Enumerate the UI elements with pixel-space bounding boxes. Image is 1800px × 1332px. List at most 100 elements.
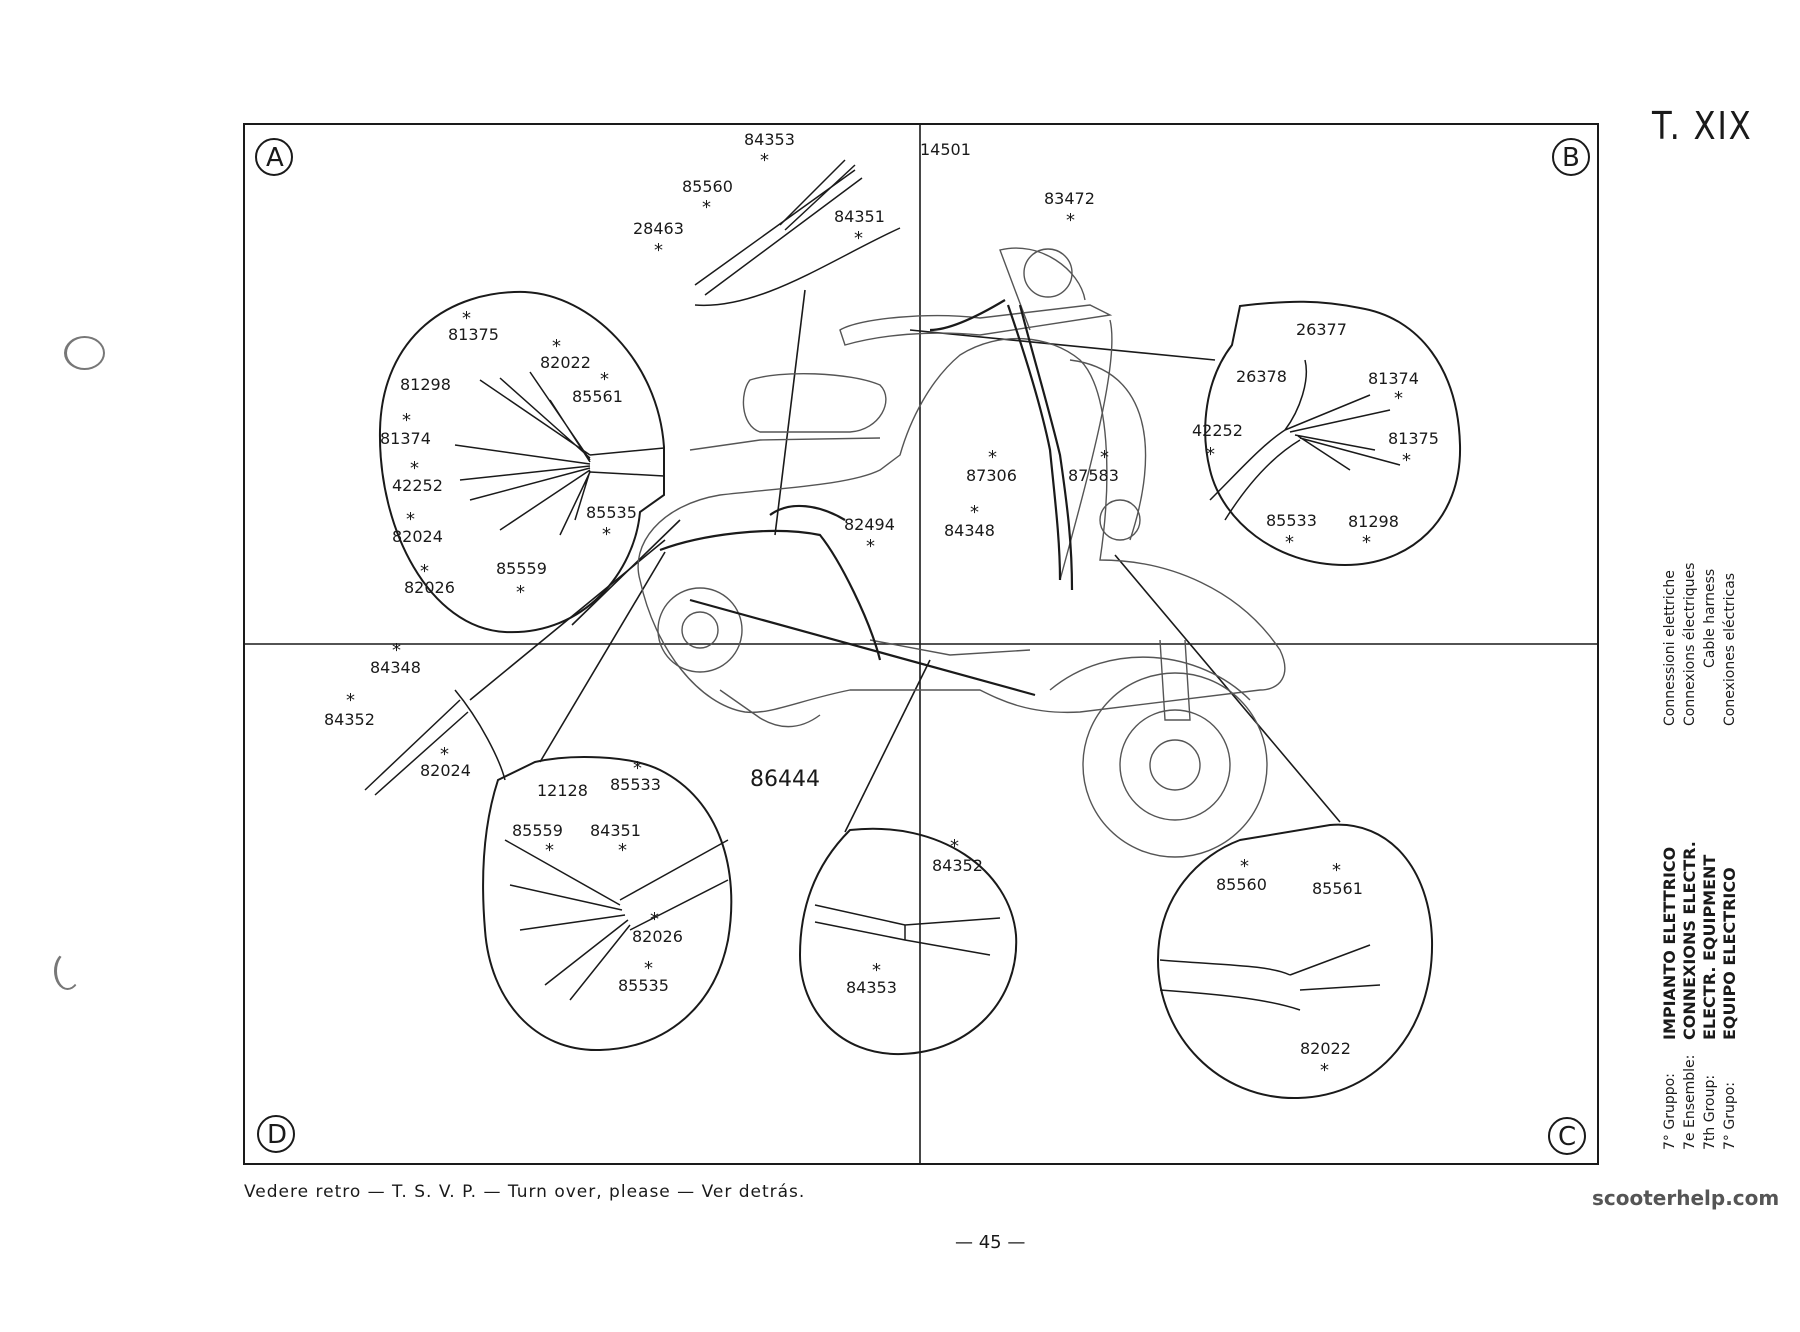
leader-a <box>774 289 806 536</box>
callout-part-number: 81374 <box>1368 369 1419 388</box>
callout-part-number: 81298 <box>400 375 451 394</box>
subtitle-en: Cable harness <box>1702 568 1718 668</box>
callout-asterisk: * <box>440 744 449 765</box>
callout-asterisk: * <box>1206 444 1215 465</box>
turn-over-caption: Vedere retro — T. S. V. P. — Turn over, … <box>244 1182 806 1202</box>
callout-asterisk: * <box>650 909 659 930</box>
callout-asterisk: * <box>602 524 611 545</box>
callout-asterisk: * <box>866 536 875 557</box>
detail-bubble-right <box>1204 300 1462 567</box>
detail-a-cable <box>694 159 901 307</box>
callout-asterisk: * <box>392 640 401 661</box>
callout-part-number: 26378 <box>1236 367 1287 386</box>
detail-bubble-bottom-right <box>1156 823 1434 1100</box>
callout-part-number: 84351 <box>834 207 885 226</box>
callout-asterisk: * <box>1240 856 1249 877</box>
callout-asterisk: * <box>1402 450 1411 471</box>
callout-asterisk: * <box>760 150 769 171</box>
detail-bubble-bottom-left <box>482 756 733 1052</box>
callout-asterisk: * <box>618 840 627 861</box>
leader-d <box>469 539 666 701</box>
callout-part-number: 84352 <box>324 710 375 729</box>
corner-label-c: C <box>1558 1122 1576 1152</box>
callout-part-number: 85533 <box>610 775 661 794</box>
callout-part-number: 87306 <box>966 466 1017 485</box>
right-bubble-wires <box>1209 359 1401 521</box>
callout-part-number: 14501 <box>920 140 971 159</box>
callout-part-number: 81298 <box>1348 512 1399 531</box>
callout-asterisk: * <box>970 502 979 523</box>
callout-part-number: 82024 <box>392 527 443 546</box>
callout-asterisk: * <box>402 410 411 431</box>
bottom-right-bubble-wires <box>1159 944 1381 1011</box>
leader-r <box>909 329 1216 361</box>
bottom-left-bubble-wires <box>504 839 729 1001</box>
callout-asterisk: * <box>516 582 525 603</box>
detail-bubble-bottom-center <box>798 827 1018 1056</box>
callout-part-number: 82026 <box>404 578 455 597</box>
callout-asterisk: * <box>702 197 711 218</box>
callout-part-number: 42252 <box>1192 421 1243 440</box>
callout-asterisk: * <box>600 369 609 390</box>
corner-label-a: A <box>266 143 284 173</box>
callout-part-number: 12128 <box>537 781 588 800</box>
callout-part-number: 84348 <box>370 658 421 677</box>
callout-part-number: 85561 <box>1312 879 1363 898</box>
page-number: — 45 — <box>955 1232 1026 1253</box>
subtitle-it: Connessioni elettriche <box>1662 570 1678 726</box>
callout-asterisk: * <box>545 840 554 861</box>
callout-asterisk: * <box>1394 388 1403 409</box>
callout-asterisk: * <box>1362 532 1371 553</box>
callout-asterisk: * <box>872 960 881 981</box>
scooter-outline <box>637 247 1286 858</box>
binder-hole-mark <box>54 952 81 990</box>
callout-part-number: 82022 <box>540 353 591 372</box>
leader-bl <box>539 551 666 763</box>
group-value-es: EQUIPO ELECTRICO <box>1720 867 1739 1040</box>
callout-asterisk: * <box>406 509 415 530</box>
callout-part-number: 82022 <box>1300 1039 1351 1058</box>
callout-asterisk: * <box>1332 860 1341 881</box>
callout-asterisk: * <box>410 458 419 479</box>
callout-part-number: 85533 <box>1266 511 1317 530</box>
callout-asterisk: * <box>1285 532 1294 553</box>
group-label-it: 7° Gruppo: <box>1662 1073 1678 1150</box>
callout-part-number: 84353 <box>744 130 795 149</box>
corner-circle-c <box>1548 1117 1586 1155</box>
callout-asterisk: * <box>1320 1060 1329 1081</box>
callout-part-number: 81374 <box>380 429 431 448</box>
corner-circle-b <box>1552 138 1590 176</box>
callout-asterisk: * <box>462 308 471 329</box>
binder-hole-mark <box>64 336 105 370</box>
callout-part-number: 26377 <box>1296 320 1347 339</box>
group-value-en: ELECTR. EQUIPMENT <box>1700 854 1719 1040</box>
callout-part-number: 85560 <box>1216 875 1267 894</box>
watermark-text: scooterhelp.com <box>1592 1186 1780 1210</box>
corner-label-d: D <box>267 1120 287 1150</box>
callout-part-number: 84352 <box>932 856 983 875</box>
group-label-en: 7th Group: <box>1702 1074 1718 1150</box>
left-bubble-wires <box>454 371 665 536</box>
callout-part-number: 28463 <box>633 219 684 238</box>
callout-part-number: 82494 <box>844 515 895 534</box>
callout-part-number: 85561 <box>572 387 623 406</box>
corner-label-b: B <box>1562 143 1580 173</box>
plate-number: T. XIX <box>1652 104 1753 148</box>
callout-part-number: 86444 <box>750 767 820 792</box>
detail-d-cable <box>364 689 506 796</box>
corner-circle-a <box>255 138 293 176</box>
callout-asterisk: * <box>346 690 355 711</box>
wiring-harness <box>659 299 1074 697</box>
callout-part-number: 84348 <box>944 521 995 540</box>
leader-br <box>1114 554 1341 823</box>
subtitle-fr: Connexions électriques <box>1682 562 1698 726</box>
callout-part-number: 85559 <box>496 559 547 578</box>
callout-part-number: 85535 <box>618 976 669 995</box>
callout-part-number: 81375 <box>1388 429 1439 448</box>
bottom-center-bubble-wires <box>814 904 1001 956</box>
callout-asterisk: * <box>854 228 863 249</box>
callout-part-number: 81375 <box>448 325 499 344</box>
callout-asterisk: * <box>654 240 663 261</box>
leader-bc <box>844 659 931 833</box>
